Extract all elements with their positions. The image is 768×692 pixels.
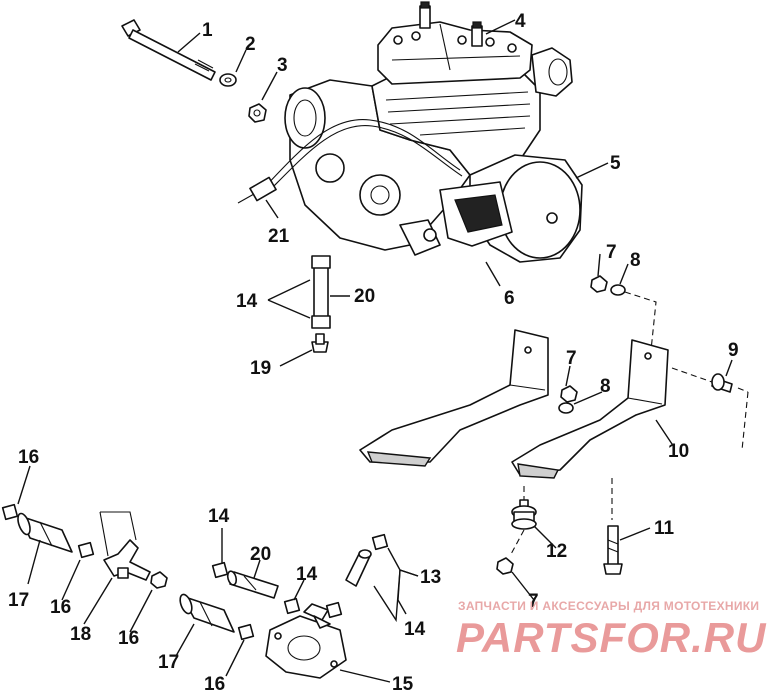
callout-6: 6 (504, 288, 515, 309)
lower-nut (496, 557, 514, 575)
washer (219, 73, 237, 87)
hose-clamp-16a (1, 503, 19, 521)
bracket-nut-washer (558, 385, 578, 414)
nut (248, 103, 267, 123)
spacer-tube (311, 255, 331, 329)
callout-labels: 1 2 3 4 5 6 7 8 7 8 9 10 11 12 7 13 14 1… (8, 11, 739, 692)
callout-16-center-left: 16 (118, 628, 139, 649)
callout-14-lower-center: 14 (296, 564, 318, 585)
callout-5: 5 (610, 153, 621, 174)
hose-clamp-16c (150, 571, 168, 589)
callout-19: 19 (250, 358, 271, 379)
callout-13: 13 (420, 567, 441, 588)
hose-clamp-14a (211, 561, 229, 579)
callout-16-far-left: 16 (18, 447, 39, 468)
callout-7-middle: 7 (566, 348, 577, 369)
callout-18: 18 (70, 624, 91, 645)
leader-lines (17, 19, 733, 683)
coolant-hose-17b (179, 593, 235, 633)
callout-12: 12 (546, 541, 567, 562)
callout-20-spacer: 20 (354, 286, 375, 307)
water-outlet-housing (265, 603, 347, 679)
thermostat-fitting (99, 511, 151, 581)
engine-mount-bracket-right (511, 339, 669, 479)
callout-7-upper: 7 (606, 242, 617, 263)
bracket-screw (671, 367, 749, 451)
hose-clamp-16b (77, 541, 95, 559)
callout-21: 21 (268, 226, 290, 247)
callout-3: 3 (277, 55, 288, 76)
rubber-mount (509, 486, 537, 557)
upper-nut-washer (590, 275, 657, 361)
bypass-hose-13 (325, 533, 389, 619)
callout-11: 11 (654, 518, 675, 539)
callout-15: 15 (392, 674, 414, 692)
callout-14-spacer: 14 (236, 291, 258, 312)
callout-2: 2 (245, 34, 256, 55)
engine-assembly (237, 1, 583, 263)
watermark: ЗАПЧАСТИ И АКСЕССУАРЫ ДЛЯ МОТОТЕХНИКИ PA… (456, 599, 767, 661)
callout-4: 4 (515, 11, 526, 32)
coolant-hose-20b (226, 570, 279, 599)
callout-14-lower-left: 14 (208, 506, 230, 527)
callout-7-lower: 7 (528, 591, 539, 612)
callout-17-bottom: 17 (158, 652, 179, 673)
hose-clamp-16d (237, 623, 255, 641)
callout-8-middle: 8 (600, 376, 611, 397)
callout-10: 10 (668, 441, 689, 462)
bracket-bolt (603, 478, 623, 575)
callout-16-bottom: 16 (204, 674, 225, 692)
watermark-logo: PARTSFOR.RU (456, 614, 767, 661)
watermark-tagline: ЗАПЧАСТИ И АКСЕССУАРЫ ДЛЯ МОТОТЕХНИКИ (458, 599, 759, 613)
callout-16-left: 16 (50, 597, 71, 618)
stud-bolt (311, 333, 329, 353)
callout-1: 1 (202, 20, 213, 41)
coolant-hose-17a (17, 512, 73, 553)
callout-8-upper: 8 (630, 250, 641, 271)
callout-9: 9 (728, 340, 739, 361)
engine-mount-bracket-left (359, 329, 549, 467)
callout-14-lower-right: 14 (404, 619, 426, 640)
engine-mount-bolt (121, 19, 216, 81)
callout-17-left: 17 (8, 590, 29, 611)
hose-clamp-14b (283, 597, 301, 615)
callout-20-lower: 20 (250, 544, 271, 565)
